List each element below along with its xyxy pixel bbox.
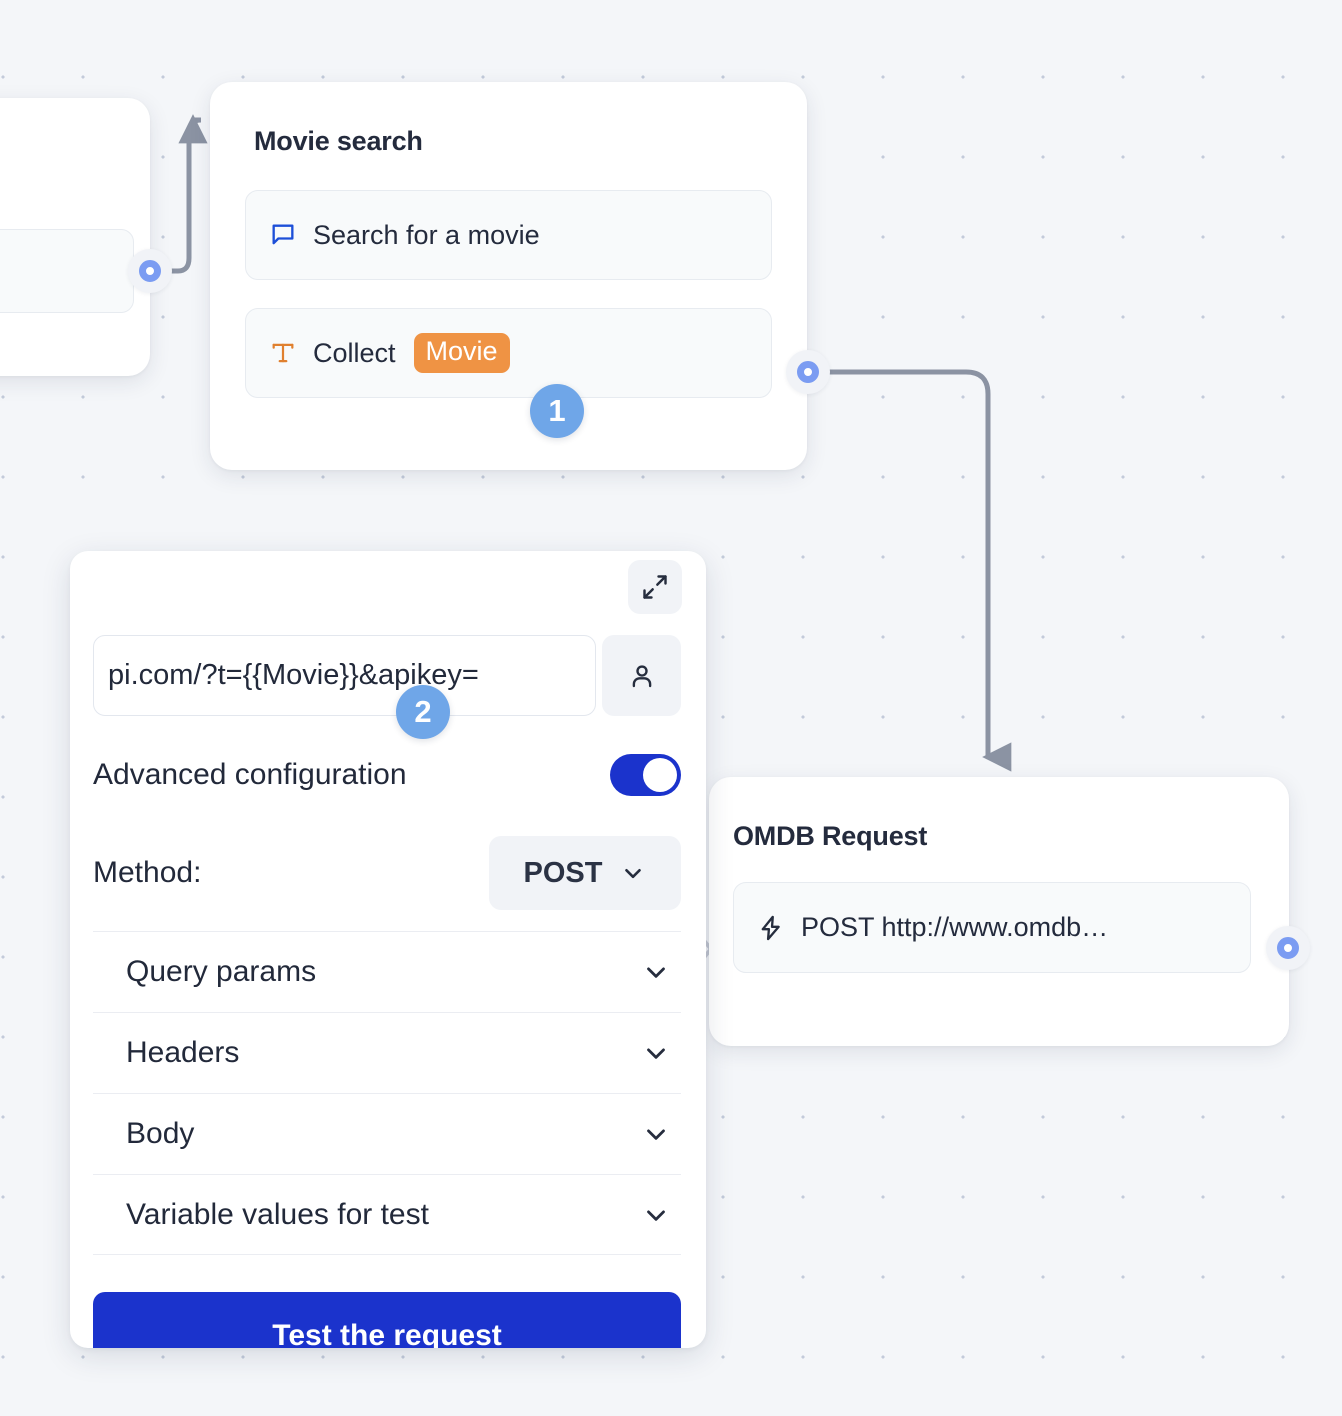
step-badge-2: 2	[396, 685, 450, 739]
accordion-label: Variable values for test	[126, 1197, 429, 1231]
node-card-omdb-request[interactable]: OMDB Request POST http://www.omdb…	[709, 777, 1289, 1046]
node-row-label: POST http://www.omdb…	[801, 912, 1109, 942]
advanced-configuration-row[interactable]: Advanced configuration	[93, 744, 681, 806]
accordion-item-query-params[interactable]: Query params	[93, 931, 681, 1012]
previous-node-card[interactable]	[0, 98, 150, 376]
accordion-label: Query params	[126, 955, 317, 988]
expand-panel-button[interactable]	[628, 560, 682, 614]
http-method-select[interactable]: POST	[489, 836, 681, 910]
advanced-configuration-label: Advanced configuration	[93, 758, 407, 791]
node-row-label: Collect	[313, 337, 396, 368]
http-method-row: Method: POST	[93, 836, 681, 910]
node-card-movie-search[interactable]: Movie search Search for a movie Collect …	[210, 82, 807, 470]
person-icon	[632, 664, 651, 687]
authentication-button[interactable]	[602, 635, 681, 716]
lightning-bolt-icon	[756, 913, 786, 943]
chevron-down-icon[interactable]	[641, 1038, 671, 1068]
connector-port-previous-node-output[interactable]	[128, 249, 172, 293]
expand-diagonal-icon	[643, 575, 667, 599]
chevron-down-icon[interactable]	[641, 1200, 671, 1230]
advanced-configuration-toggle[interactable]	[610, 754, 681, 796]
chevron-down-icon[interactable]	[641, 957, 671, 987]
node-row-search-for-a-movie[interactable]: Search for a movie	[245, 190, 772, 280]
message-bubble-icon	[268, 220, 298, 250]
accordion-label: Headers	[126, 1036, 240, 1069]
test-the-request-button[interactable]: Test the request	[93, 1292, 681, 1348]
chevron-down-icon[interactable]	[641, 1119, 671, 1149]
configuration-sections-accordion: Query params Headers Body Variable value…	[93, 931, 681, 1255]
node-row-post-request[interactable]: POST http://www.omdb…	[733, 882, 1251, 973]
step-badge-1: 1	[530, 384, 584, 438]
previous-node-row[interactable]	[0, 229, 134, 313]
accordion-label: Body	[126, 1117, 195, 1150]
node-row-collect-movie[interactable]: Collect Movie	[245, 308, 772, 398]
accordion-item-body[interactable]: Body	[93, 1093, 681, 1174]
request-url-row[interactable]	[93, 635, 681, 716]
node-row-label: Search for a movie	[313, 219, 540, 250]
variable-chip-movie[interactable]: Movie	[413, 333, 510, 373]
accordion-item-headers[interactable]: Headers	[93, 1012, 681, 1093]
request-url-input[interactable]	[93, 635, 596, 716]
node-title-omdb-request: OMDB Request	[733, 821, 928, 851]
request-configuration-panel[interactable]: Advanced configuration Method: POST Quer…	[70, 551, 706, 1348]
node-title-movie-search: Movie search	[254, 126, 423, 156]
connector-port-movie-search-output[interactable]	[786, 350, 830, 394]
http-method-label: Method:	[93, 856, 202, 889]
http-method-value: POST	[523, 856, 603, 889]
accordion-item-variable-values-for-test[interactable]: Variable values for test	[93, 1174, 681, 1255]
text-type-icon	[268, 338, 298, 368]
connector-port-omdb-request-output[interactable]	[1266, 926, 1310, 970]
chevron-down-icon	[625, 868, 642, 879]
